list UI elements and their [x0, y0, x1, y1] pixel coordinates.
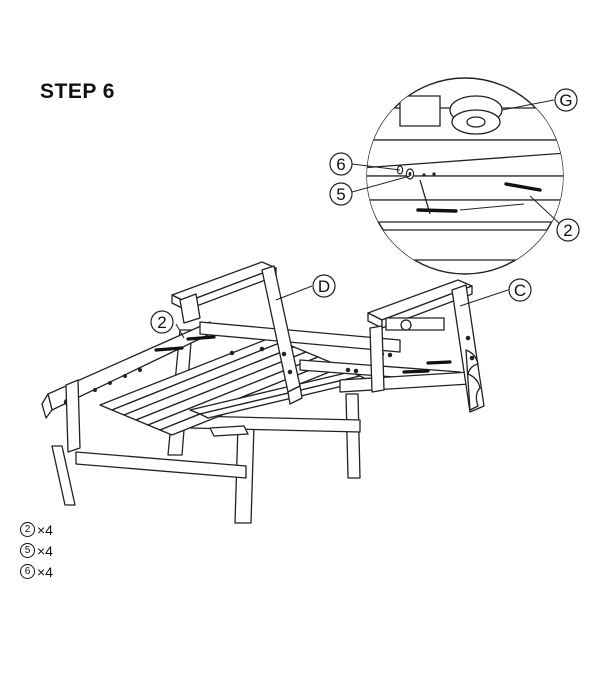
svg-text:2: 2 — [563, 221, 572, 240]
leader-detail-5 — [351, 175, 411, 193]
arm-support-C — [451, 284, 485, 413]
svg-text:C: C — [514, 281, 526, 300]
part-number-badge: 2 — [20, 522, 35, 537]
back-leg-right — [345, 393, 361, 479]
lower-stretcher — [75, 451, 247, 479]
part-quantity: ×4 — [37, 563, 53, 580]
back-leg-right-top — [369, 325, 385, 393]
callout-detail-6: 6 — [329, 152, 353, 176]
callout-main-C: C — [508, 278, 532, 302]
parts-list: 2 ×4 5 ×4 6 ×4 — [20, 519, 53, 582]
right-armrest — [367, 279, 473, 331]
screw-2-main — [154, 335, 452, 374]
detail-zoom-circle — [351, 77, 564, 275]
washer-5-detail — [405, 168, 415, 180]
under-seat-block — [209, 425, 249, 437]
part-quantity: ×4 — [37, 542, 53, 559]
part-row: 2 ×4 — [20, 519, 53, 540]
svg-text:D: D — [318, 277, 330, 296]
callout-detail-5: 5 — [329, 182, 353, 206]
leader-detail-2a — [529, 195, 561, 225]
leader-detail-2b — [459, 203, 525, 211]
part-row: 5 ×4 — [20, 540, 53, 561]
leader-detail-G — [501, 99, 555, 111]
left-armrest — [171, 261, 277, 324]
svg-text:6: 6 — [336, 155, 345, 174]
callout-detail-G: G — [554, 88, 578, 112]
screw-2-detail — [416, 182, 542, 213]
leader-main-D — [275, 285, 313, 301]
part-row: 6 ×4 — [20, 561, 53, 582]
svg-text:5: 5 — [336, 185, 345, 204]
step-title: STEP 6 — [40, 80, 115, 103]
part-number-badge: 6 — [20, 564, 35, 579]
callout-main-2: 2 — [150, 310, 174, 334]
svg-text:G: G — [559, 91, 572, 110]
leader-main-2 — [175, 323, 185, 339]
leader-detail-6 — [351, 163, 401, 171]
back-leg-left-top — [65, 379, 81, 453]
part-quantity: ×4 — [37, 521, 53, 538]
leader-main-C — [459, 289, 509, 307]
callout-detail-2: 2 — [556, 218, 580, 242]
arm-support-D — [261, 265, 303, 405]
svg-text:2: 2 — [157, 313, 166, 332]
callout-main-D: D — [312, 274, 336, 298]
part-number-badge: 5 — [20, 543, 35, 558]
back-leg-left — [51, 445, 76, 506]
